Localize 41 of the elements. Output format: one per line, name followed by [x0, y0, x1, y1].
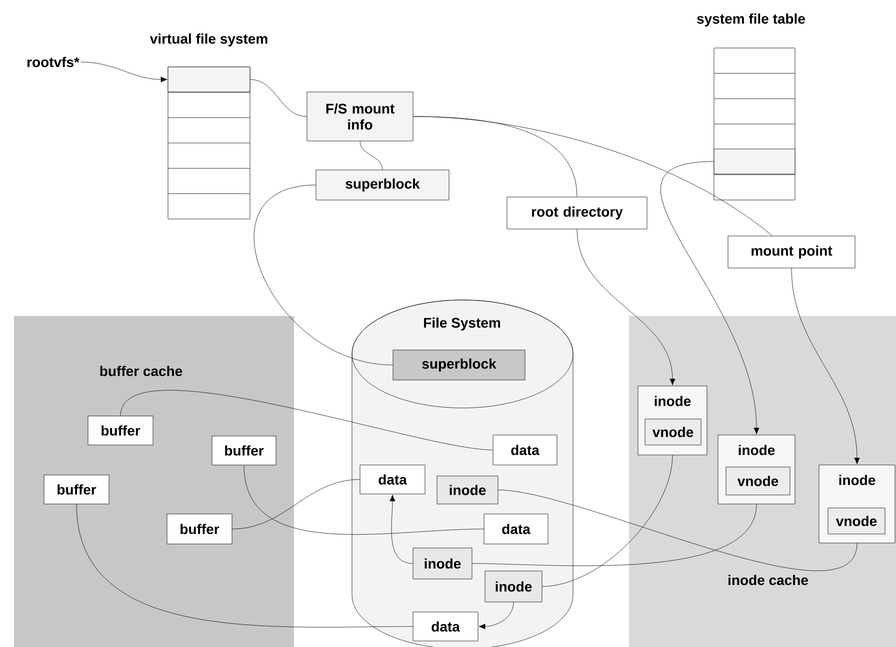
buffer-box: buffer: [166, 514, 232, 544]
root-directory-box: root directory: [506, 196, 648, 230]
arrow: [478, 602, 514, 630]
buffer-box: buffer: [44, 474, 110, 504]
connector-line: [542, 454, 673, 587]
data-box: data: [484, 514, 548, 544]
inode-box: inode: [412, 548, 472, 580]
buffer-box: buffer: [88, 416, 154, 446]
superblock-box: superblock: [316, 170, 450, 200]
superblock-box: superblock: [392, 350, 526, 380]
pointer-label: rootvfs*: [27, 56, 80, 68]
data-box: data: [412, 612, 478, 642]
data-box: data: [360, 464, 426, 494]
vnode-box: vnode: [726, 466, 790, 496]
mount-point-box: mount point: [728, 236, 856, 268]
connector-line: [254, 184, 393, 366]
connector-line: [250, 79, 307, 117]
connector-line: [498, 490, 858, 571]
data-box: data: [492, 434, 558, 466]
node-label: system file table: [697, 13, 805, 27]
connector-line: [244, 464, 484, 535]
arrow: [80, 62, 168, 82]
buffer-box: buffer: [212, 436, 276, 466]
arrow: [791, 268, 860, 464]
connector-line: [360, 141, 383, 170]
vnode-box: vnode: [644, 418, 702, 446]
vnode-box: vnode: [828, 508, 886, 534]
arrow: [576, 229, 676, 386]
node-label: virtual file system: [150, 33, 268, 47]
inode-box: inode: [436, 476, 498, 504]
arrow: [660, 161, 760, 434]
arrow: [390, 494, 413, 564]
connector-line: [413, 116, 772, 236]
connector-line: [472, 504, 757, 566]
connector-line: [120, 390, 493, 450]
connector-line: [76, 504, 413, 628]
connector-line: [232, 479, 360, 530]
inode-box: inode: [484, 570, 542, 602]
table-cell: [168, 66, 250, 92]
mount-info-box: F/S mount info: [306, 92, 414, 142]
table-cell: [714, 148, 796, 174]
